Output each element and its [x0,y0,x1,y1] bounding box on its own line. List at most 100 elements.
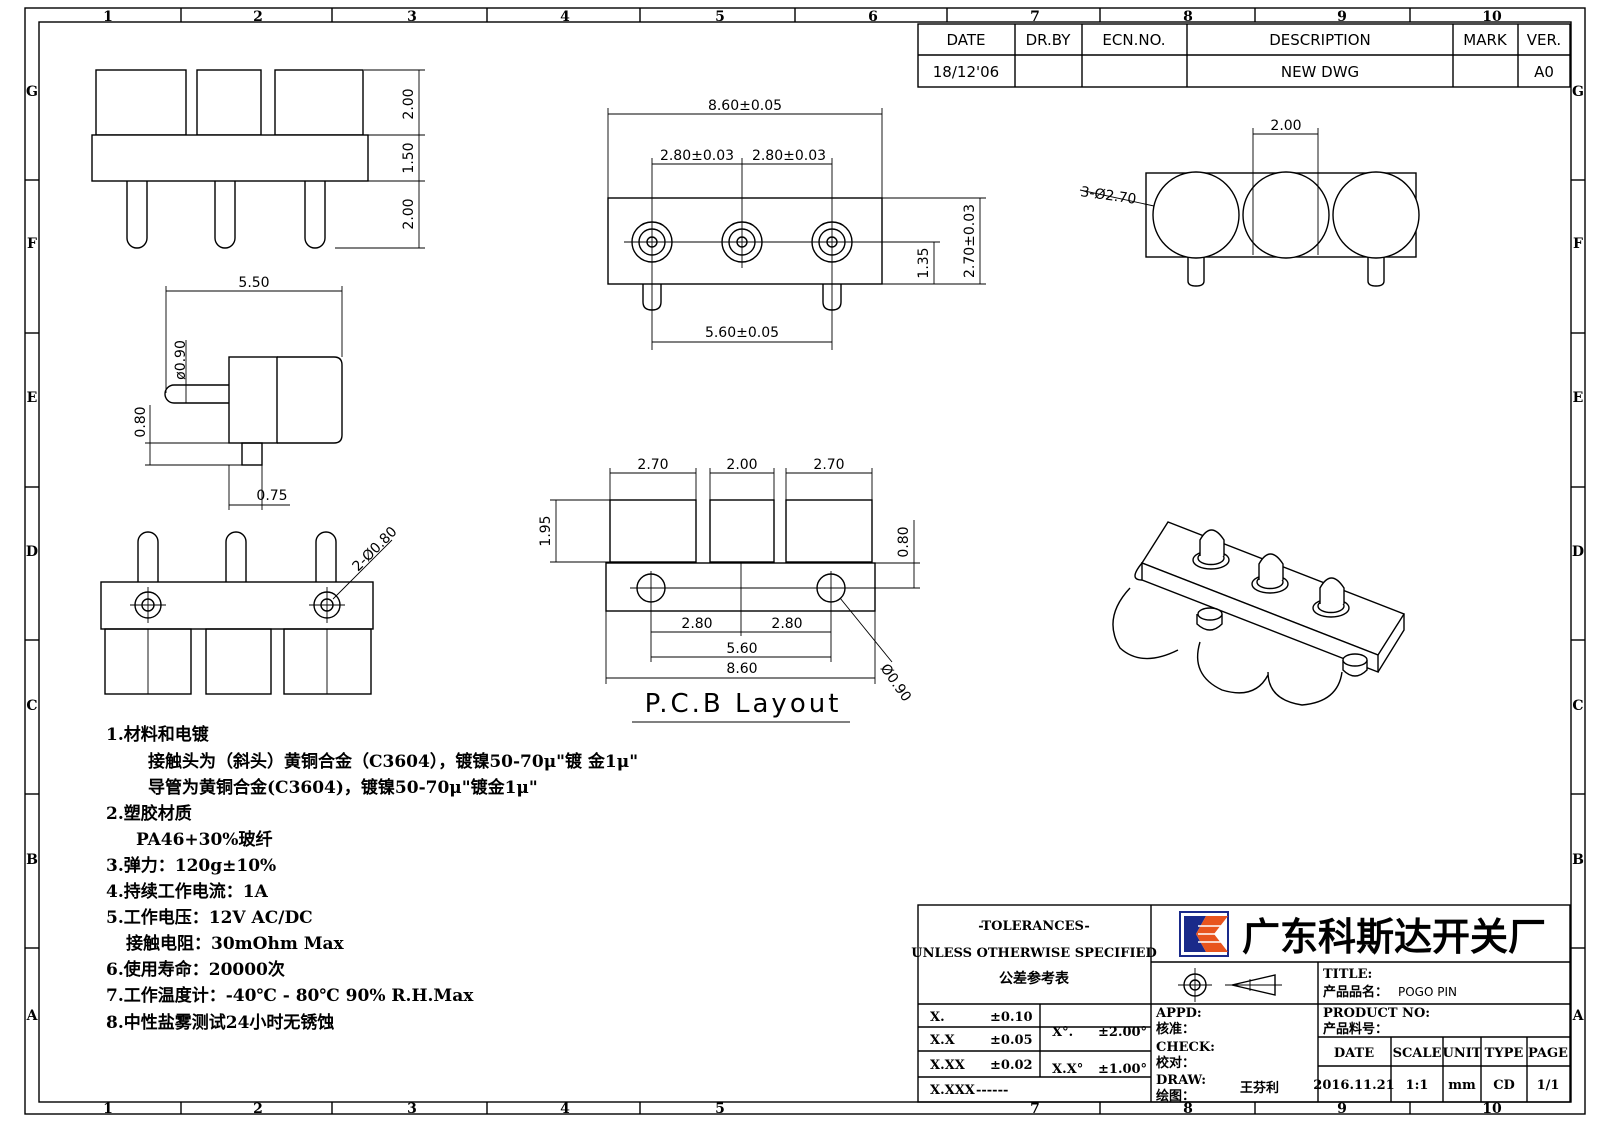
note-line: PA46+30%玻纤 [136,829,272,850]
angle-value: ±2.00° [1098,1025,1147,1040]
col-label: 5 [715,9,725,25]
side-view-top: 2.00 1.50 2.00 [91,69,425,249]
appd-label-cn: 核准： [1156,1021,1195,1037]
dim-end-diameter: 3-Ø2.70 [1079,184,1137,208]
tol-key: X.XXX [930,1083,976,1098]
tolerance-title: -TOLERANCES- [978,919,1090,934]
row-label: A [1572,1008,1585,1024]
row-label: G [26,84,38,100]
projection-symbol-icon [1178,968,1282,1002]
tolerance-subtitle: UNLESS OTHERWISE SPECIFIED [911,946,1157,961]
col-label: 4 [560,1101,570,1117]
rev-header-drby: DR.BY [1026,31,1072,49]
col-label: 9 [1337,9,1347,25]
row-label: E [1573,390,1584,406]
dim-body-height: 2.00 [401,88,417,119]
tb-header-type: TYPE [1485,1046,1524,1061]
sheet-border: 1 2 3 4 5 6 7 8 9 10 1 2 3 4 5 7 8 9 10 … [24,7,1586,1117]
rev-header-ecn: ECN.NO. [1102,31,1165,49]
dim-side-pin-dia: ø0.90 [173,340,189,380]
row-label: F [1573,236,1583,252]
angle-key: X°. [1052,1025,1073,1040]
tb-unit: mm [1448,1078,1476,1093]
note-heading: 5.工作电压：12V AC/DC [106,907,313,928]
col-label: 3 [407,9,417,25]
note-heading: 1.材料和电镀 [106,724,210,745]
dim-pcb-span: 5.60 [726,641,757,657]
draw-label-cn: 绘图： [1156,1088,1195,1104]
tol-value: ±0.10 [990,1010,1033,1025]
col-label: 3 [407,1101,417,1117]
col-label: 2 [253,1101,263,1117]
bottom-view: 2-Ø0.80 [100,524,401,695]
col-label: 1 [103,1101,113,1117]
title-label-cn: 产品品名： [1323,984,1388,1000]
tb-header-scale: SCALE [1393,1046,1442,1061]
product-no-label-cn: 产品料号： [1323,1021,1388,1037]
tb-type: CD [1493,1078,1515,1093]
dim-pitch-right: 2.80±0.03 [752,148,826,164]
appd-label: APPD: [1155,1006,1202,1021]
product-no-label: PRODUCT NO: [1323,1006,1430,1021]
dim-pcb-hole-offset: 0.80 [896,526,912,557]
dim-pcb-pad1: 2.70 [637,457,668,473]
rev-header-mark: MARK [1463,31,1508,49]
tol-value: ±0.02 [990,1058,1033,1073]
draw-label: DRAW: [1156,1073,1206,1088]
col-label: 7 [1030,9,1040,25]
row-label: D [26,544,38,560]
col-label: 2 [253,9,263,25]
tb-page: 1/1 [1537,1078,1560,1093]
tolerance-cn: 公差参考表 [999,970,1070,987]
note-line: 接触头为（斜头）黄铜合金（C3604），镀镍50-70μ"镀 金1μ" [148,751,638,772]
isometric-view [1112,521,1406,706]
drawer-name: 王芬利 [1240,1080,1279,1096]
dim-overall-width: 8.60±0.05 [708,98,782,114]
pcb-layout: 2.70 2.00 2.70 1.95 0.80 2.80 2.80 5.60 … [538,457,920,723]
tb-date: 2016.11.21 [1313,1078,1394,1093]
col-label: 1 [103,9,113,25]
check-label-cn: 校对： [1156,1055,1195,1071]
dim-pin-center-height: 1.35 [916,247,932,278]
rev-description: NEW DWG [1281,63,1359,81]
col-label: 7 [1030,1101,1040,1117]
side-profile: 5.50 ø0.90 0.80 0.75 [133,275,343,510]
angle-key: X.X° [1052,1062,1083,1077]
title-label: TITLE: [1323,967,1372,982]
col-label: 8 [1183,1101,1193,1117]
row-label: A [26,1008,39,1024]
col-label: 5 [715,1101,725,1117]
col-label: 10 [1482,1101,1502,1117]
rev-date: 18/12'06 [933,63,999,81]
rev-header-date: DATE [946,31,985,49]
tol-key: X.XX [930,1058,966,1073]
check-label: CHECK: [1156,1040,1215,1055]
dim-base-height: 1.50 [401,142,417,173]
row-label: F [27,236,37,252]
rev-header-description: DESCRIPTION [1269,31,1371,49]
tol-value: ±0.05 [990,1033,1033,1048]
dim-end-pitch: 2.00 [1270,118,1301,134]
dim-pcb-pad2: 2.00 [726,457,757,473]
product-name: POGO PIN [1398,985,1457,999]
row-label: B [1572,852,1584,868]
company-name: 广东科斯达开关厂 [1242,914,1546,959]
revision-table: DATE DR.BY ECN.NO. DESCRIPTION MARK VER.… [917,23,1571,88]
dim-pitch-left: 2.80±0.03 [660,148,734,164]
rev-header-ver: VER. [1527,31,1561,49]
tol-key: X. [930,1010,945,1025]
tb-scale: 1:1 [1406,1078,1429,1093]
dim-front-height: 2.70±0.03 [962,204,978,278]
dim-pin-span: 5.60±0.05 [705,325,779,341]
end-view: 2.00 3-Ø2.70 [1079,118,1420,287]
note-heading: 8.中性盐雾测试24小时无锈蚀 [106,1012,334,1033]
front-view: 8.60±0.05 2.80±0.03 2.80±0.03 5.60±0.05 … [607,98,986,350]
dim-pcb-pad-height: 1.95 [538,515,554,546]
tb-header-date: DATE [1334,1046,1374,1061]
note-heading: 7.工作温度计：-40℃ - 80℃ 90% R.H.Max [106,985,474,1006]
dim-pcb-pitch1: 2.80 [681,616,712,632]
note-heading: 4.持续工作电流：1A [106,881,269,902]
row-label: E [27,390,38,406]
dim-bottom-hole: 2-Ø0.80 [350,524,401,575]
